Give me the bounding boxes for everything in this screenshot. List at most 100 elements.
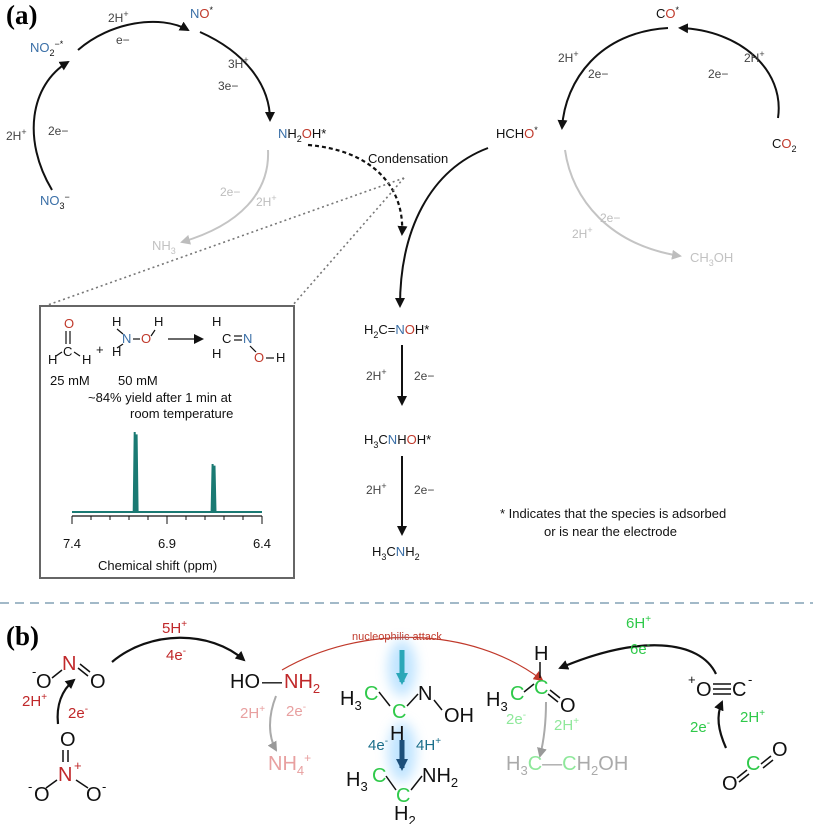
label-co-right-e: 2e− (708, 67, 728, 81)
nitrate-o-top: O (60, 729, 76, 751)
amine-nh2: NH2 (422, 765, 458, 790)
b-co-step-e: 6e- (630, 640, 650, 658)
inset-conc-2: 50 mM (118, 373, 158, 388)
arrow-nitrite-to-hydroxylamine (111, 636, 246, 663)
label-co-left-h: 2H+ (558, 49, 579, 65)
nitrate-bond-left (45, 779, 58, 789)
co-o: O (696, 679, 712, 701)
label-step1-h: 2H+ (6, 127, 27, 143)
nitrate-o-left: O (34, 784, 50, 806)
nitrite-bond-left (51, 669, 63, 679)
b-ald-step-h: 2H+ (554, 716, 579, 734)
label-chain-2-e: 2e− (414, 483, 434, 497)
footnote-line-2: or is near the electrode (544, 524, 677, 539)
oxime-c2: C (392, 701, 406, 723)
species-h3cnhoh: H3CNHOH* (364, 432, 431, 450)
ammonium: NH4+ (268, 751, 311, 778)
amine-c1: C (372, 765, 386, 787)
ald-bond-co-a (549, 689, 561, 699)
nitrate-o-right-minus: - (102, 779, 106, 794)
oxime-bond-noh (433, 699, 443, 711)
b-co2-step-h: 2H+ (740, 708, 765, 726)
inset-r2-n: N (122, 331, 131, 346)
ald-o: O (560, 695, 576, 717)
arrow-hydroxylamine-to-ammonia (267, 695, 277, 752)
arrow-no3-to-no2 (32, 60, 70, 191)
species-no2: NO2−* (30, 39, 64, 58)
species-ch3oh: CH3OH (690, 250, 733, 268)
oxime-bond-c1c2 (378, 691, 391, 707)
inset-r2-bond-h1 (116, 328, 124, 335)
species-h2cnoh: H2C=NOH* (364, 322, 429, 340)
ald-c1: C (510, 683, 524, 705)
label-co-low-e: 2e− (600, 211, 620, 225)
arrow-no-to-nh2oh (199, 31, 275, 122)
label-step2-h: 2H+ (108, 9, 129, 25)
b-step1-e: 2e- (68, 704, 88, 722)
amine-h3: H3 (346, 769, 368, 794)
arrow-co-to-acetaldehyde (558, 644, 717, 675)
ald-h3: H3 (486, 689, 508, 714)
amine-bond-c1c2 (385, 775, 397, 791)
arrow-hcho-to-chain (395, 147, 489, 308)
inset-r2-h2: H (112, 344, 121, 359)
b-red-step-h: 4H+ (416, 736, 441, 754)
inset-r1-c: C (63, 344, 72, 359)
inset-p-o: O (254, 350, 264, 365)
nitrite-bond-right-a (79, 663, 91, 673)
condensation-label: Condensation (368, 151, 448, 166)
species-co2: CO2 (772, 136, 797, 154)
arrow-ald-to-ethanol (537, 701, 547, 758)
b-red-step-e: 4e- (368, 736, 388, 754)
b-step1-h: 2H+ (22, 692, 47, 710)
arrow-co2-to-co (678, 23, 780, 119)
amine-bond-cn (410, 775, 423, 791)
inset-plus: + (96, 342, 104, 357)
oxime-oh: OH (444, 705, 474, 727)
label-step3-h: 3H+ (228, 55, 249, 71)
co-structure: + O C - (688, 672, 752, 701)
ethylamine-structure: H3 C C NH2 H2 (346, 765, 458, 824)
nitrite-n: N (62, 653, 76, 675)
oxime-h3: H3 (340, 688, 362, 713)
ald-h: H (534, 643, 548, 665)
nitrate-n: N (58, 764, 72, 786)
species-no: NO* (190, 5, 214, 21)
species-nh2oh: NH2OH* (278, 126, 326, 144)
arrow-hcho-to-ch3oh (564, 149, 682, 260)
inset-box (39, 305, 295, 579)
oxime-structure: H3 C C N OH H (340, 683, 474, 745)
amine-c2: C (396, 785, 410, 807)
b-co2-step-e: 2e- (690, 718, 710, 736)
b-ammonia-step-h: 2H+ (240, 704, 265, 722)
inset-r2-bond-h2 (116, 343, 124, 349)
acetaldehyde-structure: H H3 C C O (486, 643, 576, 717)
oxime-bond-cn (406, 693, 419, 707)
species-co: CO* (656, 5, 680, 21)
inset-p-h1: H (212, 314, 221, 329)
b-step2-h: 5H+ (162, 619, 187, 637)
nitrite-structure: - O N O (32, 653, 106, 693)
nmr-tick-label: 6.4 (253, 536, 271, 551)
label-co-low-h: 2H+ (572, 225, 593, 241)
label-step4-e: 2e− (220, 185, 240, 199)
co2-bond-1a (736, 769, 748, 779)
ethanol: H3C—CH2OH (506, 753, 628, 778)
nitrite-minus: - (32, 664, 36, 679)
arrow-condensation-dashed (307, 143, 408, 236)
oxime-n: N (418, 683, 432, 705)
co2-c: C (746, 753, 760, 775)
footnote-line-1: * Indicates that the species is adsorbed (500, 506, 726, 521)
inset-r2-bond-oh (150, 329, 156, 337)
label-chain-1-e: 2e− (414, 369, 434, 383)
species-h3cnh2: H3CNH2 (372, 544, 420, 562)
arrow-nitrate-to-nitrite (56, 678, 76, 725)
co-c: C (732, 679, 746, 701)
nitrite-o-right: O (90, 671, 106, 693)
inset-p-no-bond (249, 345, 257, 353)
label-step4-h: 2H+ (256, 193, 277, 209)
nmr-tick-label: 6.9 (158, 536, 176, 551)
hydroxylamine: HO—NH2 (230, 671, 320, 696)
label-co-left-e: 2e− (588, 67, 608, 81)
